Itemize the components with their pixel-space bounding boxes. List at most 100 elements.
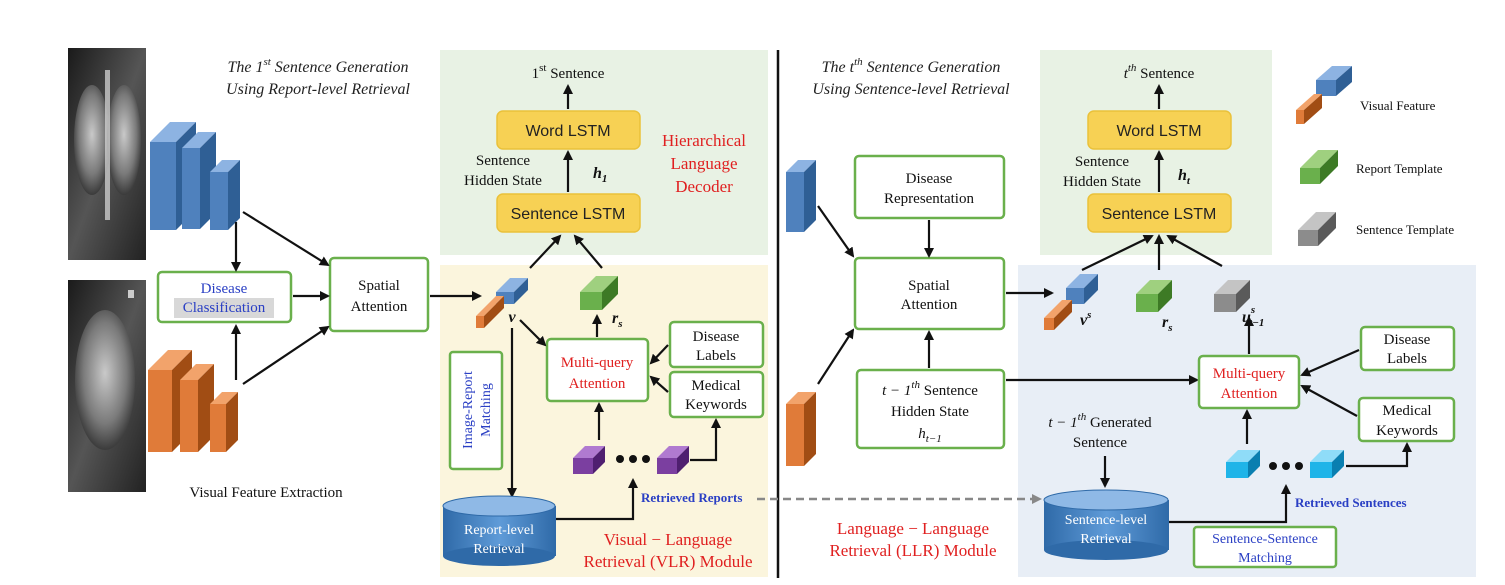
hidden-state-right-line2: Hidden State [1063, 174, 1141, 190]
hier-decoder-line3: Decoder [675, 177, 733, 196]
arrow-retrieved-to-keywords [690, 418, 721, 462]
spatial-attention-box-left [328, 256, 430, 333]
sentence-lstm-left-label: Sentence LSTM [511, 206, 626, 223]
sentence-sentence-matching-box [1192, 525, 1338, 569]
arrow-v-to-multiquery [519, 319, 547, 347]
vlr-module-line1: Visual − Language [604, 530, 732, 549]
spatial-attention-left-line2: Attention [351, 299, 408, 315]
database-cylinder-icon [442, 495, 556, 566]
first-sentence-output: 1st Sentence [532, 62, 605, 82]
tth-sentence-output: tth Sentence [1124, 62, 1195, 82]
legend-sentence-template-icon [1298, 212, 1336, 246]
disease-repr-line1: Disease [906, 171, 953, 187]
medical-keywords-left-line1: Medical [691, 378, 740, 394]
disease-labels-box-right [1359, 325, 1456, 372]
rs-label-right: rs [1162, 314, 1173, 334]
arrow-disease-labels-to-multiquery-right [1300, 348, 1360, 377]
sentence-lstm-box-left [496, 193, 641, 233]
blue-feature-cube-icon [150, 122, 240, 230]
ss-matching-line2: Matching [1238, 551, 1292, 566]
sentence-lstm-right-label: Sentence LSTM [1102, 206, 1217, 223]
image-report-matching-box [448, 350, 504, 471]
rs-label-left: rs [612, 310, 623, 330]
word-lstm-left-label: Word LSTM [525, 123, 610, 140]
report-retrieval-line2: Retrieval [473, 542, 524, 557]
arrow-u-to-sentence-lstm [1166, 235, 1223, 267]
orange-feature-cube-icon [148, 350, 238, 452]
legend-sentence-template-label: Sentence Template [1356, 222, 1454, 237]
medical-keywords-left-line2: Keywords [685, 397, 747, 413]
vs-feature-cube-icon [1044, 274, 1098, 330]
sentence-retrieval-line1: Sentence-level [1065, 513, 1148, 528]
arrow-vs-to-sentence-lstm [1081, 234, 1154, 271]
spatial-attention-right-line1: Spatial [908, 278, 950, 294]
word-lstm-box-left [496, 110, 641, 150]
prev-hidden-line2: Hidden State [891, 404, 969, 420]
multiquery-left-line2: Attention [569, 376, 626, 392]
vs-label: vs [1080, 309, 1091, 329]
chest-xray-lateral-image [68, 280, 146, 492]
disease-classification-line2: Classification [183, 300, 266, 316]
arrow-keywords-to-multiquery-right [1300, 385, 1358, 417]
hier-decoder-line1: Hierarchical [662, 131, 746, 150]
ht-label: ht [1178, 167, 1191, 187]
arrow-rs-to-sentence-lstm [573, 234, 603, 269]
report-retrieval-line1: Report-level [464, 523, 534, 538]
disease-classification-line1: Disease [201, 281, 248, 297]
spatial-attention-left-line1: Spatial [358, 278, 400, 294]
v-feature-cube-icon [476, 278, 528, 328]
cyan-feature-cube-icon [1226, 450, 1344, 478]
ellipsis-dots-icon-right [1269, 462, 1303, 470]
arrow-blue-to-spatial [242, 211, 330, 267]
word-lstm-box-right [1087, 110, 1232, 150]
prev-hidden-state-box [855, 368, 1006, 450]
visual-feature-extraction-label: Visual Feature Extraction [189, 485, 343, 501]
disease-labels-right-line2: Labels [1387, 351, 1427, 367]
hidden-state-right-line1: Sentence [1075, 154, 1129, 170]
right-title-line1: The tth Sentence Generation [822, 56, 1001, 76]
generated-sentence-line2: Sentence [1073, 435, 1127, 451]
prev-hidden-line1: t − 1th Sentence [882, 379, 978, 399]
ellipsis-dots-icon [616, 455, 650, 463]
retrieved-reports-label: Retrieved Reports [641, 490, 742, 505]
disease-labels-box-left [668, 320, 765, 369]
multiquery-right-line2: Attention [1221, 386, 1278, 402]
legend-visual-feature-icon [1296, 66, 1352, 124]
left-title-line1: The 1st Sentence Generation [227, 56, 408, 76]
legend-report-template-icon [1300, 150, 1338, 184]
llr-module-line2: Retrieval (LLR) Module [829, 541, 996, 560]
medical-keywords-right-line2: Keywords [1376, 423, 1438, 439]
arrow-sentence-retrieval-to-retrieved [1169, 484, 1291, 524]
generated-sentence-line1: t − 1th Generated [1048, 411, 1152, 431]
gray-template-cube-icon [1214, 280, 1250, 312]
spatial-attention-right-line2: Attention [901, 297, 958, 313]
arrow-blue-to-spatial-right [817, 205, 855, 258]
multiquery-attention-box-right [1197, 354, 1301, 410]
right-title-line2: Using Sentence-level Retrieval [812, 81, 1010, 98]
purple-feature-cube-icon [573, 446, 689, 474]
arrow-report-retrieval-to-retrieved [556, 478, 638, 521]
blue-feature-cube-icon-right [786, 160, 816, 232]
ss-matching-line1: Sentence-Sentence [1212, 532, 1318, 547]
legend: Visual Feature Report Template Sentence … [1296, 66, 1454, 246]
disease-repr-line2: Representation [884, 191, 974, 207]
vlr-module-line2: Retrieval (VLR) Module [583, 552, 752, 571]
chest-xray-frontal-image [68, 48, 146, 260]
h1-label: h1 [593, 165, 607, 185]
legend-report-template-label: Report Template [1356, 161, 1443, 176]
spatial-attention-box-right [853, 256, 1006, 331]
hidden-state-left-line2: Hidden State [464, 173, 542, 189]
arrow-v-to-sentence-lstm [529, 234, 562, 269]
prev-hidden-line3: ht−1 [918, 426, 941, 445]
retrieved-sentences-label: Retrieved Sentences [1295, 495, 1407, 510]
image-report-matching-line2: Matching [479, 383, 494, 437]
sentence-lstm-box-right [1087, 193, 1232, 233]
disease-labels-left-line1: Disease [693, 329, 740, 345]
medical-keywords-box-left [668, 370, 765, 419]
arrow-retrieved-to-keywords-right [1346, 442, 1412, 468]
sentence-retrieval-line2: Retrieval [1080, 532, 1131, 547]
arrow-keywords-to-multiquery [649, 375, 669, 393]
orange-feature-cube-icon-right [786, 392, 816, 466]
